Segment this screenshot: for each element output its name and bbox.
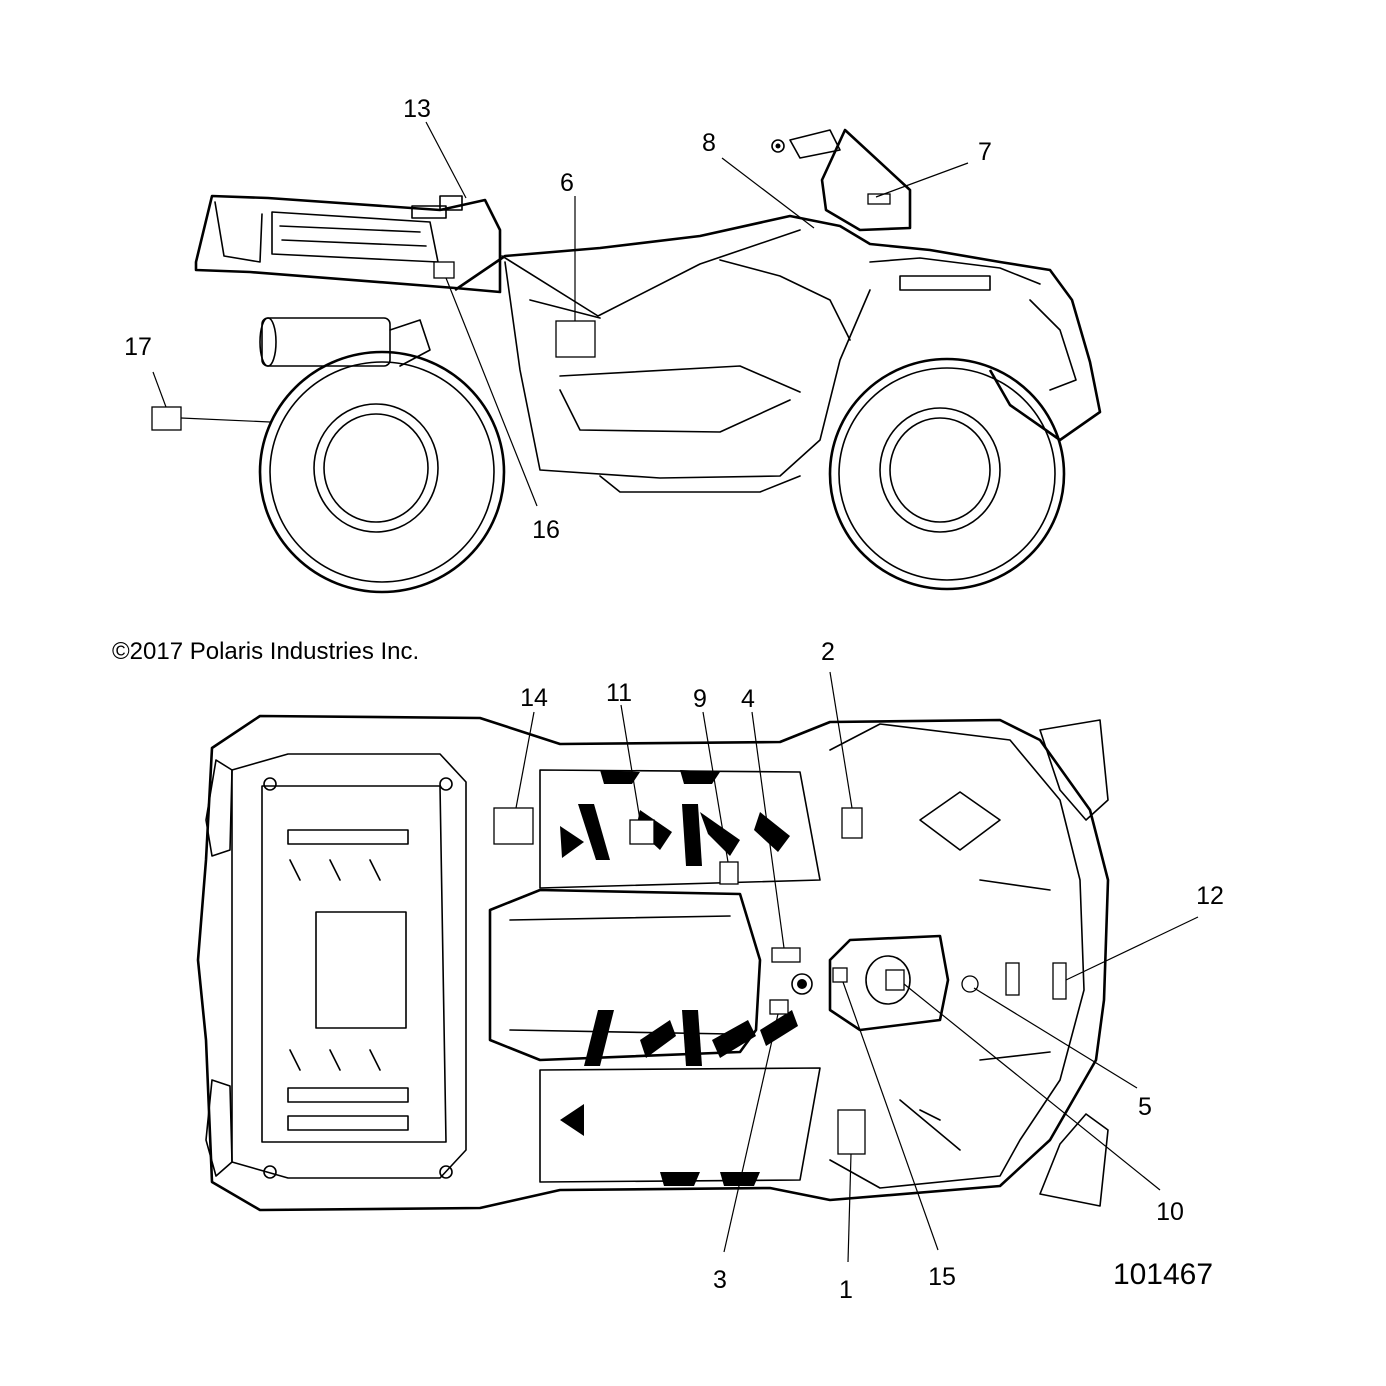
atv-top-view bbox=[196, 714, 1110, 1212]
callout-6: 6 bbox=[560, 169, 574, 197]
atv-side-view bbox=[151, 128, 1102, 594]
decal-4 bbox=[771, 947, 801, 963]
decal-17 bbox=[151, 406, 182, 431]
callout-3: 3 bbox=[713, 1266, 727, 1294]
callout-5: 5 bbox=[1138, 1093, 1152, 1121]
rear-wheel bbox=[258, 350, 506, 594]
callout-1: 1 bbox=[839, 1276, 853, 1304]
decal-15 bbox=[832, 967, 848, 983]
top-seat bbox=[488, 888, 762, 1062]
callout-11: 11 bbox=[606, 679, 632, 707]
callout-15: 15 bbox=[928, 1263, 956, 1291]
callout-7: 7 bbox=[978, 138, 992, 166]
drawing-number: 101467 bbox=[1113, 1258, 1213, 1291]
decal-3 bbox=[769, 999, 789, 1015]
callout-9: 9 bbox=[693, 685, 707, 713]
footwell-upper bbox=[539, 769, 821, 889]
top-leaders bbox=[515, 671, 1199, 1263]
callout-16: 16 bbox=[532, 516, 560, 544]
callout-2: 2 bbox=[821, 638, 835, 666]
decal-7 bbox=[867, 193, 891, 205]
callout-4: 4 bbox=[741, 685, 755, 713]
decal-2 bbox=[841, 807, 863, 839]
decal-14 bbox=[493, 807, 534, 845]
decal-11 bbox=[629, 819, 655, 845]
callout-13: 13 bbox=[403, 95, 431, 123]
muffler bbox=[259, 317, 431, 367]
decal-16 bbox=[433, 261, 455, 279]
footwell-lower bbox=[539, 1010, 821, 1186]
front-fender bbox=[829, 723, 1085, 1189]
decal-6 bbox=[555, 320, 596, 358]
top-rear-rack bbox=[231, 753, 467, 1179]
handlebar-pod-top bbox=[828, 934, 950, 1032]
callout-12: 12 bbox=[1196, 882, 1224, 910]
copyright-notice: ©2017 Polaris Industries Inc. bbox=[112, 638, 419, 665]
callout-14: 14 bbox=[520, 684, 548, 712]
decal-9 bbox=[719, 861, 739, 885]
front-wheel bbox=[828, 357, 1066, 591]
decal-12b bbox=[1052, 962, 1067, 1000]
decal-10 bbox=[885, 969, 905, 991]
side-leaders bbox=[152, 121, 969, 507]
callout-17: 17 bbox=[124, 333, 152, 361]
handlebar-pod bbox=[771, 128, 912, 232]
body-panel bbox=[454, 214, 1102, 493]
callout-10: 10 bbox=[1156, 1198, 1184, 1226]
decal-12a bbox=[1005, 962, 1020, 996]
decal-1 bbox=[837, 1109, 866, 1155]
callout-8: 8 bbox=[702, 129, 716, 157]
